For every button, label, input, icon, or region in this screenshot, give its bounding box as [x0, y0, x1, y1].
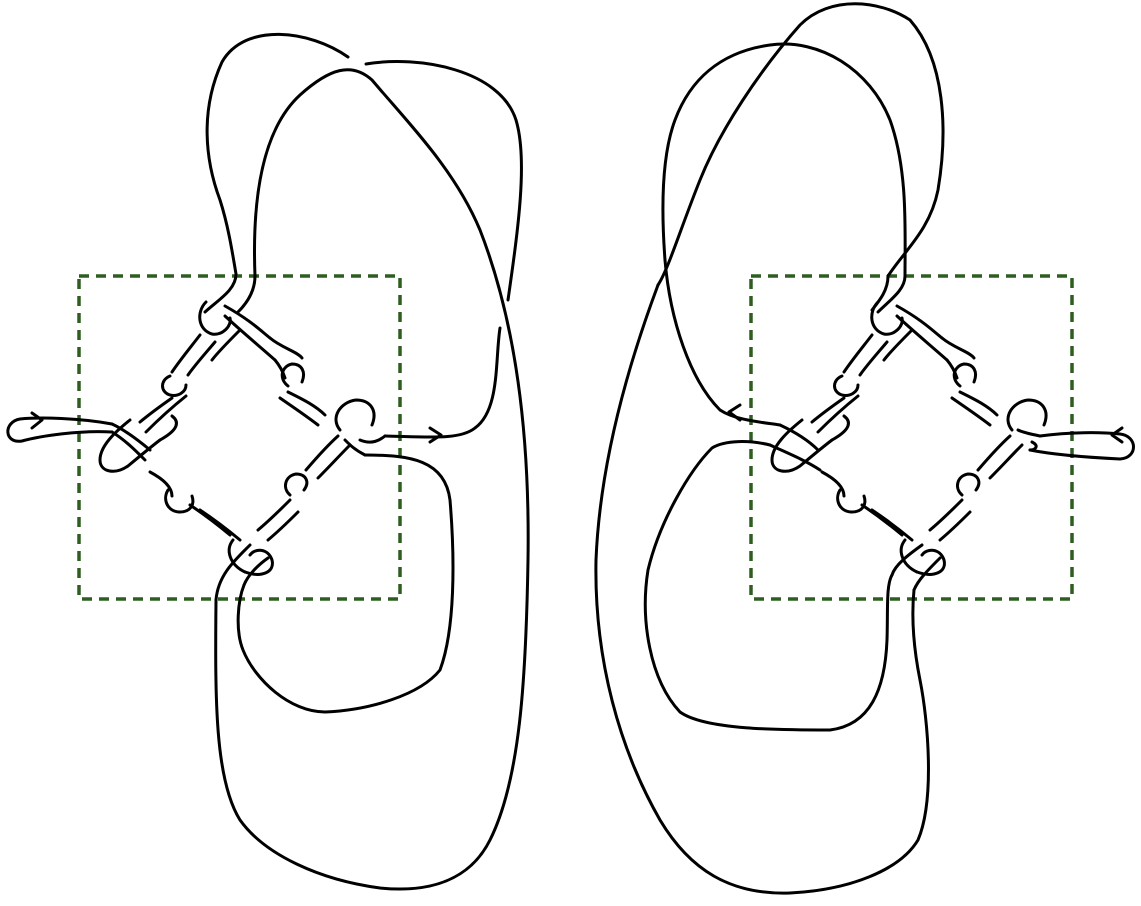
knot-strand-segment	[836, 488, 867, 514]
knot-strand-segment	[273, 358, 287, 380]
knot-strand-segment	[198, 508, 242, 542]
knot-strand-segment	[955, 472, 981, 497]
knot-strand-segment	[830, 414, 850, 442]
knot-strand-segment	[256, 498, 292, 532]
knot-strand-segment	[334, 398, 376, 432]
knot-strand-segment	[870, 508, 914, 542]
knot-strand-segment	[778, 423, 820, 452]
strand-upper-loop	[661, 42, 907, 278]
knot-strand-segment	[358, 434, 387, 444]
knot-strand-segment	[899, 538, 919, 574]
knot-strand-segment	[958, 390, 999, 417]
knot-strand-segment	[278, 396, 320, 427]
strand-inner-loop	[643, 440, 894, 732]
tangle-interior-left	[98, 272, 387, 602]
knot-strand-segment	[223, 304, 272, 340]
knot-strand-segment	[138, 396, 174, 424]
knot-strand-segment	[110, 422, 152, 452]
knot-strand-segment	[833, 374, 860, 397]
strand-right-tail	[1028, 431, 1135, 461]
knot-strand-segment	[810, 396, 846, 424]
knot-strand-segment	[161, 374, 188, 397]
knot-strand-segment	[858, 340, 889, 377]
knot-strand-segment	[343, 438, 367, 457]
knot-strand-segment	[266, 510, 300, 542]
knot-strand-segment	[882, 328, 914, 362]
knot-strand-segment	[242, 556, 270, 587]
strand-left-tail	[6, 416, 114, 443]
knot-strand-segment	[286, 390, 327, 417]
knot-strand-segment	[188, 503, 232, 537]
knot-strand-segment	[860, 503, 904, 537]
knot-strand-segment	[976, 434, 1012, 472]
knot-strand-segment	[945, 358, 959, 380]
knot-strand-segment	[236, 274, 257, 314]
strand-outer-long	[594, 283, 930, 895]
knot-strand-segment	[842, 333, 874, 374]
knot-strand-segment	[816, 394, 860, 434]
knot-strand-segment	[227, 538, 247, 574]
knot-strand-segment	[768, 443, 822, 472]
knot-strand-segment	[938, 510, 972, 542]
knot-strand-segment	[952, 362, 978, 388]
orientation-arrow	[727, 403, 742, 422]
knot-strand-segment	[186, 340, 217, 377]
knot-strand-segment	[304, 434, 340, 472]
strand-upper-loop-right	[364, 60, 523, 302]
strand-upper-loop	[205, 32, 350, 276]
strand-over-arc	[214, 68, 530, 891]
knot-strand-segment	[915, 548, 946, 576]
knot-strand-segment	[144, 394, 188, 434]
knot-strand-segment	[243, 548, 274, 576]
left-knot-diagram	[6, 32, 530, 891]
strand-inner-loop	[236, 453, 455, 714]
knot-strand-segment	[164, 488, 195, 514]
knot-strand-segment	[148, 470, 174, 498]
knot-strand-segment	[928, 498, 964, 532]
knot-strand-segment	[988, 443, 1024, 480]
knot-strand-segment	[950, 396, 992, 427]
orientation-arrow	[428, 426, 443, 444]
strand-upper-loop-lower	[383, 326, 502, 439]
knot-strand-segment	[895, 314, 949, 362]
strand-left-descender	[663, 258, 782, 427]
tangle-interior-right	[768, 274, 1048, 592]
knot-strand-segment	[223, 314, 277, 362]
knot-strand-segment	[210, 328, 242, 362]
strand-upper-loop-outer	[656, 2, 945, 287]
knot-strand-segment	[110, 430, 147, 462]
knot-strand-segment	[158, 414, 178, 442]
knot-strand-segment	[940, 336, 976, 360]
tangle-region-box	[749, 274, 1074, 601]
knot-strand-segment	[770, 418, 834, 473]
knot-strand-segment	[203, 272, 238, 314]
knot-strand-segment	[268, 336, 304, 360]
knot-strand-segment	[1006, 398, 1048, 432]
knot-strand-segment	[198, 300, 232, 336]
tangle-region-box	[77, 274, 402, 601]
knot-strand-segment	[170, 333, 202, 374]
knot-strand-segment	[890, 543, 924, 577]
orientation-arrow	[1110, 426, 1124, 444]
knot-strand-segment	[895, 304, 944, 340]
knot-strand-segment	[876, 274, 907, 314]
right-knot-diagram	[594, 2, 1135, 895]
knot-strand-segment	[870, 300, 904, 336]
knot-strand-segment	[820, 470, 846, 498]
knot-strand-segment	[1028, 440, 1038, 452]
knot-strand-segment	[316, 443, 352, 480]
knot-strand-segment	[283, 472, 309, 497]
knot-strand-segment	[1016, 428, 1042, 438]
knot-strand-segment	[214, 543, 252, 602]
knot-strand-segment	[280, 362, 306, 388]
orientation-arrow	[30, 411, 44, 430]
knot-strand-segment	[98, 418, 162, 473]
